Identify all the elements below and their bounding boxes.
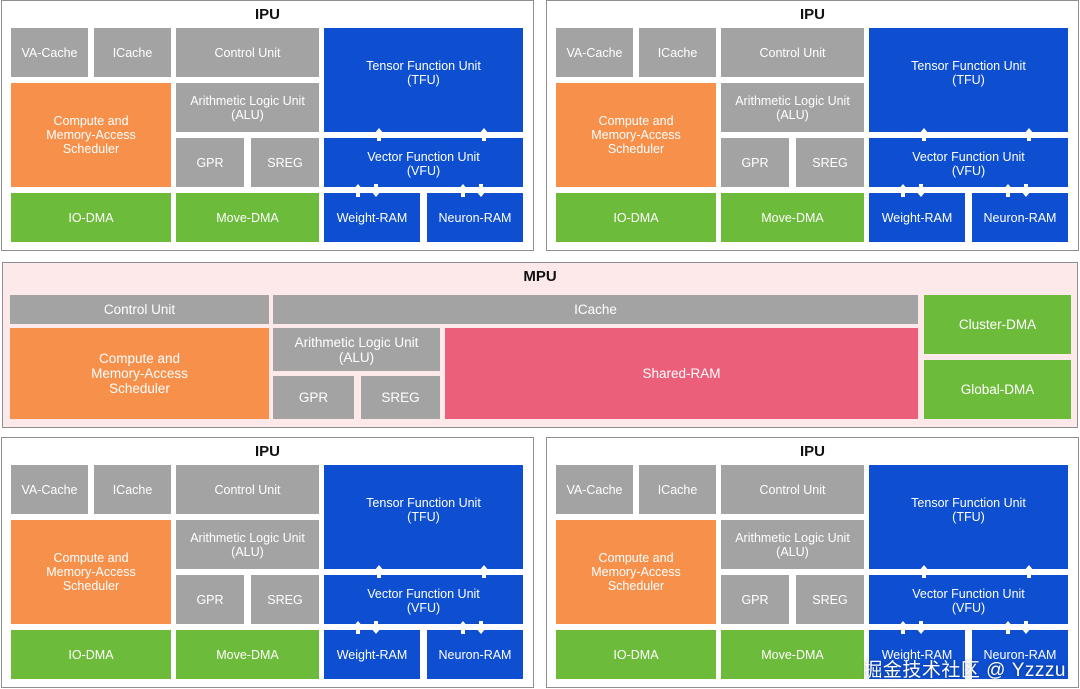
sreg-block: SREG: [796, 138, 864, 187]
tfu-block: Tensor Function Unit (TFU): [869, 28, 1068, 132]
neuron-ram-block: Neuron-RAM: [972, 630, 1068, 679]
arrow-down-icon: [371, 184, 381, 197]
mpu-title: MPU: [523, 268, 557, 285]
ipu-panel: IPU VA-Cache ICache Compute and Memory-A…: [1, 437, 534, 688]
arrow-down-icon: [916, 621, 926, 634]
control-unit-block: Control Unit: [721, 28, 864, 77]
arrow-down-icon: [371, 621, 381, 634]
va-cache-block: VA-Cache: [11, 465, 88, 514]
ipu-title: IPU: [254, 443, 280, 460]
alu-block: Arithmetic Logic Unit (ALU): [721, 520, 864, 569]
arrow-up-icon: [1024, 128, 1034, 141]
io-dma-block: IO-DMA: [11, 193, 171, 242]
arrow-up-icon: [353, 184, 363, 197]
tfu-block: Tensor Function Unit (TFU): [324, 28, 523, 132]
arrow-up-icon: [374, 565, 384, 578]
arrow-up-icon: [898, 184, 908, 197]
ipu-title: IPU: [799, 443, 825, 460]
mpu-gpr-block: GPR: [273, 376, 354, 419]
icache-block: ICache: [639, 465, 716, 514]
mpu-alu-block: Arithmetic Logic Unit (ALU): [273, 328, 440, 371]
vfu-block: Vector Function Unit (VFU): [324, 138, 523, 187]
arrow-up-icon: [919, 565, 929, 578]
vfu-block: Vector Function Unit (VFU): [869, 575, 1068, 624]
arrow-down-icon: [1021, 621, 1031, 634]
sreg-block: SREG: [251, 575, 319, 624]
weight-ram-block: Weight-RAM: [324, 630, 420, 679]
vfu-block: Vector Function Unit (VFU): [324, 575, 523, 624]
ipu-panel: IPU VA-Cache ICache Compute and Memory-A…: [546, 437, 1079, 688]
arrow-down-icon: [476, 621, 486, 634]
gpr-block: GPR: [176, 138, 244, 187]
arrow-up-icon: [479, 565, 489, 578]
alu-block: Arithmetic Logic Unit (ALU): [721, 83, 864, 132]
icache-block: ICache: [94, 465, 171, 514]
va-cache-block: VA-Cache: [556, 465, 633, 514]
va-cache-block: VA-Cache: [11, 28, 88, 77]
cluster-dma-block: Cluster-DMA: [924, 295, 1071, 354]
arrow-up-icon: [374, 128, 384, 141]
arrow-up-icon: [458, 184, 468, 197]
gpr-block: GPR: [176, 575, 244, 624]
control-unit-block: Control Unit: [721, 465, 864, 514]
scheduler-block: Compute and Memory-Access Scheduler: [556, 83, 716, 187]
scheduler-block: Compute and Memory-Access Scheduler: [556, 520, 716, 624]
weight-ram-block: Weight-RAM: [869, 193, 965, 242]
alu-block: Arithmetic Logic Unit (ALU): [176, 520, 319, 569]
arrow-down-icon: [476, 184, 486, 197]
icache-block: ICache: [639, 28, 716, 77]
arrow-up-icon: [1003, 621, 1013, 634]
neuron-ram-block: Neuron-RAM: [972, 193, 1068, 242]
va-cache-block: VA-Cache: [556, 28, 633, 77]
neuron-ram-block: Neuron-RAM: [427, 193, 523, 242]
icache-block: ICache: [94, 28, 171, 77]
arrow-up-icon: [1003, 184, 1013, 197]
tfu-block: Tensor Function Unit (TFU): [324, 465, 523, 569]
arrow-up-icon: [479, 128, 489, 141]
neuron-ram-block: Neuron-RAM: [427, 630, 523, 679]
ipu-panel: IPU VA-Cache ICache Compute and Memory-A…: [546, 0, 1079, 251]
mpu-sreg-block: SREG: [361, 376, 440, 419]
mpu-scheduler-block: Compute and Memory-Access Scheduler: [10, 328, 269, 419]
control-unit-block: Control Unit: [176, 465, 319, 514]
io-dma-block: IO-DMA: [556, 193, 716, 242]
arrow-up-icon: [919, 128, 929, 141]
arrow-down-icon: [916, 184, 926, 197]
move-dma-block: Move-DMA: [176, 630, 319, 679]
scheduler-block: Compute and Memory-Access Scheduler: [11, 83, 171, 187]
sreg-block: SREG: [251, 138, 319, 187]
mpu-control-unit-block: Control Unit: [10, 295, 269, 324]
sreg-block: SREG: [796, 575, 864, 624]
alu-block: Arithmetic Logic Unit (ALU): [176, 83, 319, 132]
move-dma-block: Move-DMA: [721, 193, 864, 242]
global-dma-block: Global-DMA: [924, 360, 1071, 419]
tfu-block: Tensor Function Unit (TFU): [869, 465, 1068, 569]
arrow-up-icon: [353, 621, 363, 634]
ipu-title: IPU: [799, 6, 825, 23]
move-dma-block: Move-DMA: [721, 630, 864, 679]
io-dma-block: IO-DMA: [11, 630, 171, 679]
ipu-panel: IPU VA-Cache ICache Compute and Memory-A…: [1, 0, 534, 251]
control-unit-block: Control Unit: [176, 28, 319, 77]
arrow-up-icon: [1024, 565, 1034, 578]
gpr-block: GPR: [721, 575, 789, 624]
ipu-title: IPU: [254, 6, 280, 23]
mpu-panel: MPU Control Unit ICache Compute and Memo…: [2, 262, 1078, 428]
move-dma-block: Move-DMA: [176, 193, 319, 242]
arrow-up-icon: [458, 621, 468, 634]
scheduler-block: Compute and Memory-Access Scheduler: [11, 520, 171, 624]
weight-ram-block: Weight-RAM: [324, 193, 420, 242]
arrow-up-icon: [898, 621, 908, 634]
watermark: 掘金技术社区 @ Yzzzu: [863, 660, 1066, 681]
gpr-block: GPR: [721, 138, 789, 187]
arrow-down-icon: [1021, 184, 1031, 197]
weight-ram-block: Weight-RAM: [869, 630, 965, 679]
mpu-icache-block: ICache: [273, 295, 918, 324]
vfu-block: Vector Function Unit (VFU): [869, 138, 1068, 187]
shared-ram-block: Shared-RAM: [445, 328, 918, 419]
io-dma-block: IO-DMA: [556, 630, 716, 679]
